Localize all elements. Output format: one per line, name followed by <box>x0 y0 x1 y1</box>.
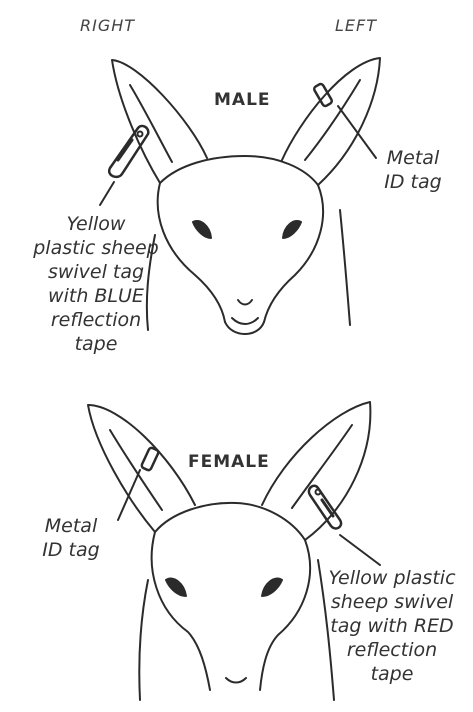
male-nose <box>238 300 252 305</box>
female-left-ear <box>262 402 370 540</box>
female-metal-tag <box>141 447 159 471</box>
male-plastic-tag-tape <box>118 140 132 160</box>
right-side-label: RIGHT <box>80 16 135 35</box>
female-plastic-tag-label: Yellow plastic sheep swivel tag with RED… <box>316 566 468 686</box>
left-side-label: LEFT <box>335 16 377 35</box>
male-metal-tag <box>313 83 333 107</box>
female-right-ear <box>88 405 195 532</box>
female-left-eye <box>262 578 282 596</box>
male-plastic-leader <box>100 182 114 205</box>
female-face-right <box>260 540 310 690</box>
male-right-eye <box>193 221 211 238</box>
female-head-outline <box>155 503 305 540</box>
male-left-ear-inner <box>305 80 360 160</box>
male-plastic-tag-hole <box>138 132 143 137</box>
male-plastic-tag-label: Yellow plastic sheep swivel tag with BLU… <box>16 212 176 356</box>
female-metal-tag-label: Metal ID tag <box>30 514 112 562</box>
female-plastic-tag-hole <box>316 490 321 495</box>
male-metal-tag-label: Metal ID tag <box>372 146 454 194</box>
male-metal-leader <box>338 106 376 158</box>
male-head-outline <box>160 156 318 185</box>
female-neck-left <box>139 580 148 700</box>
female-right-ear-inner <box>110 430 162 510</box>
female-nose <box>226 678 246 683</box>
male-neck-right <box>340 210 350 325</box>
female-face-left <box>152 532 210 690</box>
male-title: MALE <box>214 90 271 110</box>
male-face-right <box>264 185 323 322</box>
female-plastic-leader <box>340 535 380 565</box>
male-left-eye <box>283 221 301 238</box>
female-title: FEMALE <box>188 452 270 472</box>
male-left-ear <box>282 58 380 185</box>
male-muzzle <box>232 318 258 324</box>
female-right-eye <box>166 578 186 596</box>
female-metal-leader <box>118 470 140 520</box>
